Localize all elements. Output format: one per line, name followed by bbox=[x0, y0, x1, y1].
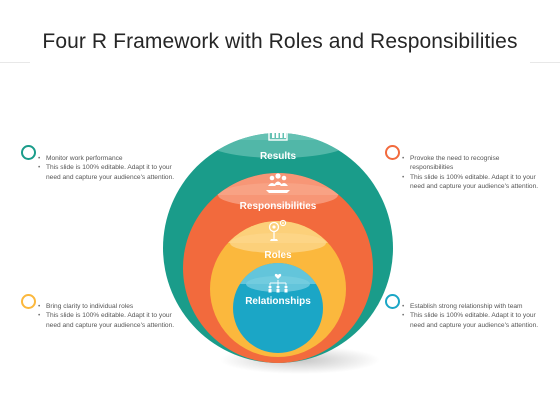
note-top-left: Monitor work performance This slide is 1… bbox=[38, 154, 178, 182]
note-item: Monitor work performance bbox=[38, 154, 178, 164]
network-icon bbox=[268, 273, 288, 293]
title-divider-left bbox=[0, 62, 30, 63]
layer-label-roles: Roles bbox=[264, 250, 292, 261]
layer-label-relationships: Relationships bbox=[245, 296, 311, 307]
bar-chart-icon bbox=[268, 124, 288, 141]
layer-label-responsibilities: Responsibilities bbox=[239, 201, 317, 212]
note-item: Provoke the need to recognise responsibi… bbox=[402, 154, 542, 173]
note-bottom-left: Bring clarity to individual roles This s… bbox=[38, 302, 178, 330]
note-bottom-right: Establish strong relationship with team … bbox=[402, 302, 542, 330]
note-item: Establish strong relationship with team bbox=[402, 302, 542, 312]
note-top-right: Provoke the need to recognise responsibi… bbox=[402, 154, 542, 191]
note-item: This slide is 100% editable. Adapt it to… bbox=[402, 311, 542, 330]
note-item: This slide is 100% editable. Adapt it to… bbox=[38, 311, 178, 330]
page-title: Four R Framework with Roles and Responsi… bbox=[42, 30, 518, 53]
team-icon bbox=[266, 173, 290, 193]
note-marker-top-left bbox=[21, 145, 36, 160]
target-gear-icon bbox=[268, 219, 287, 241]
note-marker-bottom-right bbox=[385, 294, 400, 309]
note-item: This slide is 100% editable. Adapt it to… bbox=[38, 163, 178, 182]
note-marker-top-right bbox=[385, 145, 400, 160]
note-item: Bring clarity to individual roles bbox=[38, 302, 178, 312]
layer-relationships bbox=[233, 263, 323, 353]
title-divider-right bbox=[530, 62, 560, 63]
layer-label-results: Results bbox=[259, 151, 297, 162]
note-item: This slide is 100% editable. Adapt it to… bbox=[402, 173, 542, 192]
note-marker-bottom-left bbox=[21, 294, 36, 309]
